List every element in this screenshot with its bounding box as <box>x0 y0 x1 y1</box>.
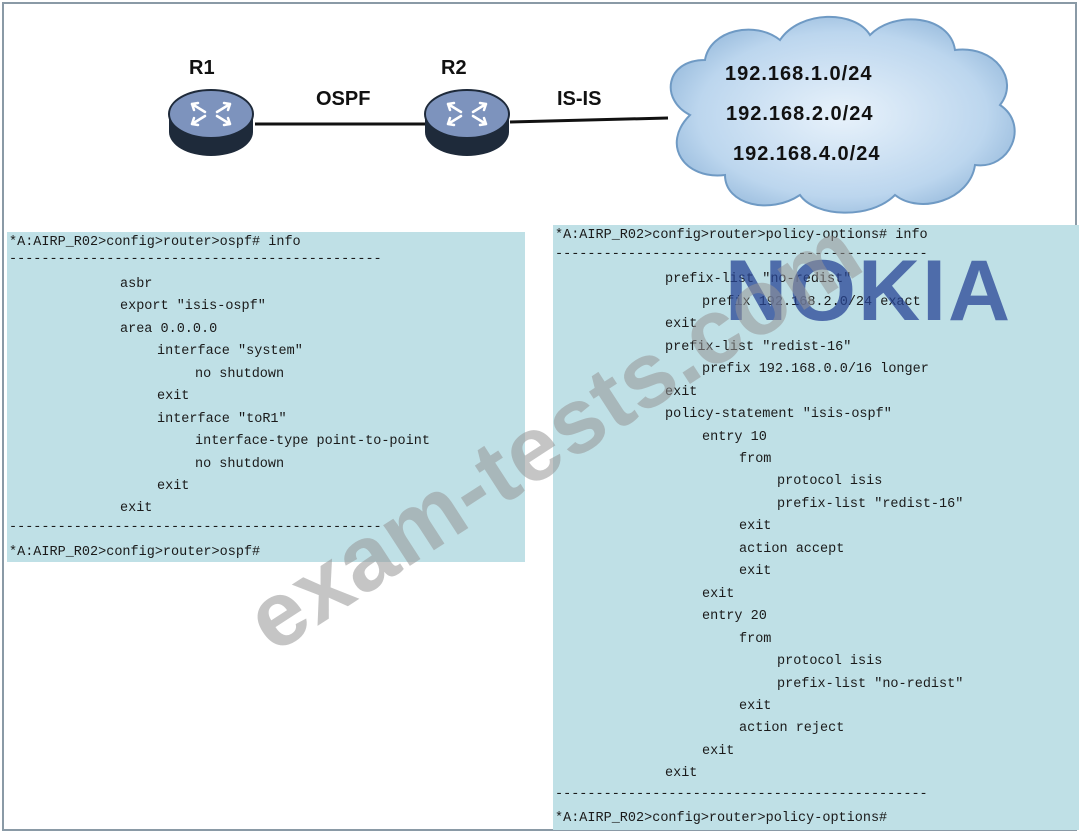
policy-line: exit <box>665 766 698 781</box>
policy-line: policy-statement "isis-ospf" <box>665 407 892 422</box>
policy-line: prefix-list "no-redist" <box>777 677 964 692</box>
policy-line: from <box>739 452 772 467</box>
ospf-link-label: OSPF <box>316 88 371 110</box>
cloud-prefix-2: 192.168.2.0/24 <box>726 103 874 125</box>
cloud-prefix-3: 192.168.4.0/24 <box>733 143 881 165</box>
isis-link <box>509 116 669 124</box>
policy-line: exit <box>702 744 735 759</box>
router-r2-icon <box>424 89 510 156</box>
policy-config-panel: *A:AIRP_R02>config>router>policy-options… <box>553 225 1079 830</box>
policy-line: exit <box>739 564 772 579</box>
ospf-line: interface "toR1" <box>157 412 287 427</box>
policy-line: protocol isis <box>777 474 883 489</box>
ospf-line: exit <box>157 479 190 494</box>
topology-links <box>255 116 669 126</box>
policy-line: exit <box>702 587 735 602</box>
ospf-line: exit <box>157 389 190 404</box>
ospf-line: export "isis-ospf" <box>120 299 266 314</box>
ospf-prompt-bottom: *A:AIRP_R02>config>router>ospf# <box>9 545 261 560</box>
ospf-line: no shutdown <box>195 457 285 472</box>
policy-line: protocol isis <box>777 654 883 669</box>
policy-line: exit <box>665 385 698 400</box>
policy-line: entry 10 <box>702 430 767 445</box>
ospf-prompt-top: *A:AIRP_R02>config>router>ospf# info <box>9 235 301 250</box>
ospf-config-panel: *A:AIRP_R02>config>router>ospf# info ---… <box>7 232 525 562</box>
policy-line: entry 20 <box>702 609 767 624</box>
policy-line: exit <box>739 519 772 534</box>
policy-line: prefix 192.168.2.0/24 exact <box>702 295 921 310</box>
r1-label: R1 <box>189 57 215 79</box>
nokia-watermark: NOKIA <box>725 243 1013 339</box>
ospf-separator-bottom: ----------------------------------------… <box>9 520 382 535</box>
policy-line: prefix-list "redist-16" <box>665 340 852 355</box>
policy-separator-bottom: ----------------------------------------… <box>555 787 928 802</box>
isis-link-label: IS-IS <box>557 88 602 110</box>
cloud-prefix-1: 192.168.1.0/24 <box>725 63 873 85</box>
r2-label: R2 <box>441 57 467 79</box>
policy-separator-top: ----------------------------------------… <box>555 247 928 262</box>
policy-line: exit <box>665 317 698 332</box>
policy-line: from <box>739 632 772 647</box>
network-cloud-icon <box>669 15 1016 214</box>
ospf-line: interface "system" <box>157 344 303 359</box>
policy-prompt-top: *A:AIRP_R02>config>router>policy-options… <box>555 228 928 243</box>
policy-line: action accept <box>739 542 845 557</box>
ospf-line: asbr <box>120 277 153 292</box>
ospf-line: no shutdown <box>195 367 285 382</box>
policy-prompt-bottom: *A:AIRP_R02>config>router>policy-options… <box>555 811 888 826</box>
policy-line: exit <box>739 699 772 714</box>
policy-line: prefix-list "no-redist" <box>665 272 852 287</box>
policy-line: prefix-list "redist-16" <box>777 497 964 512</box>
policy-line: action reject <box>739 721 845 736</box>
router-r1-icon <box>168 89 254 156</box>
ospf-line: interface-type point-to-point <box>195 434 430 449</box>
ospf-line: exit <box>120 501 153 516</box>
ospf-line: area 0.0.0.0 <box>120 322 218 337</box>
policy-line: prefix 192.168.0.0/16 longer <box>702 362 929 377</box>
ospf-separator-top: ----------------------------------------… <box>9 252 382 267</box>
